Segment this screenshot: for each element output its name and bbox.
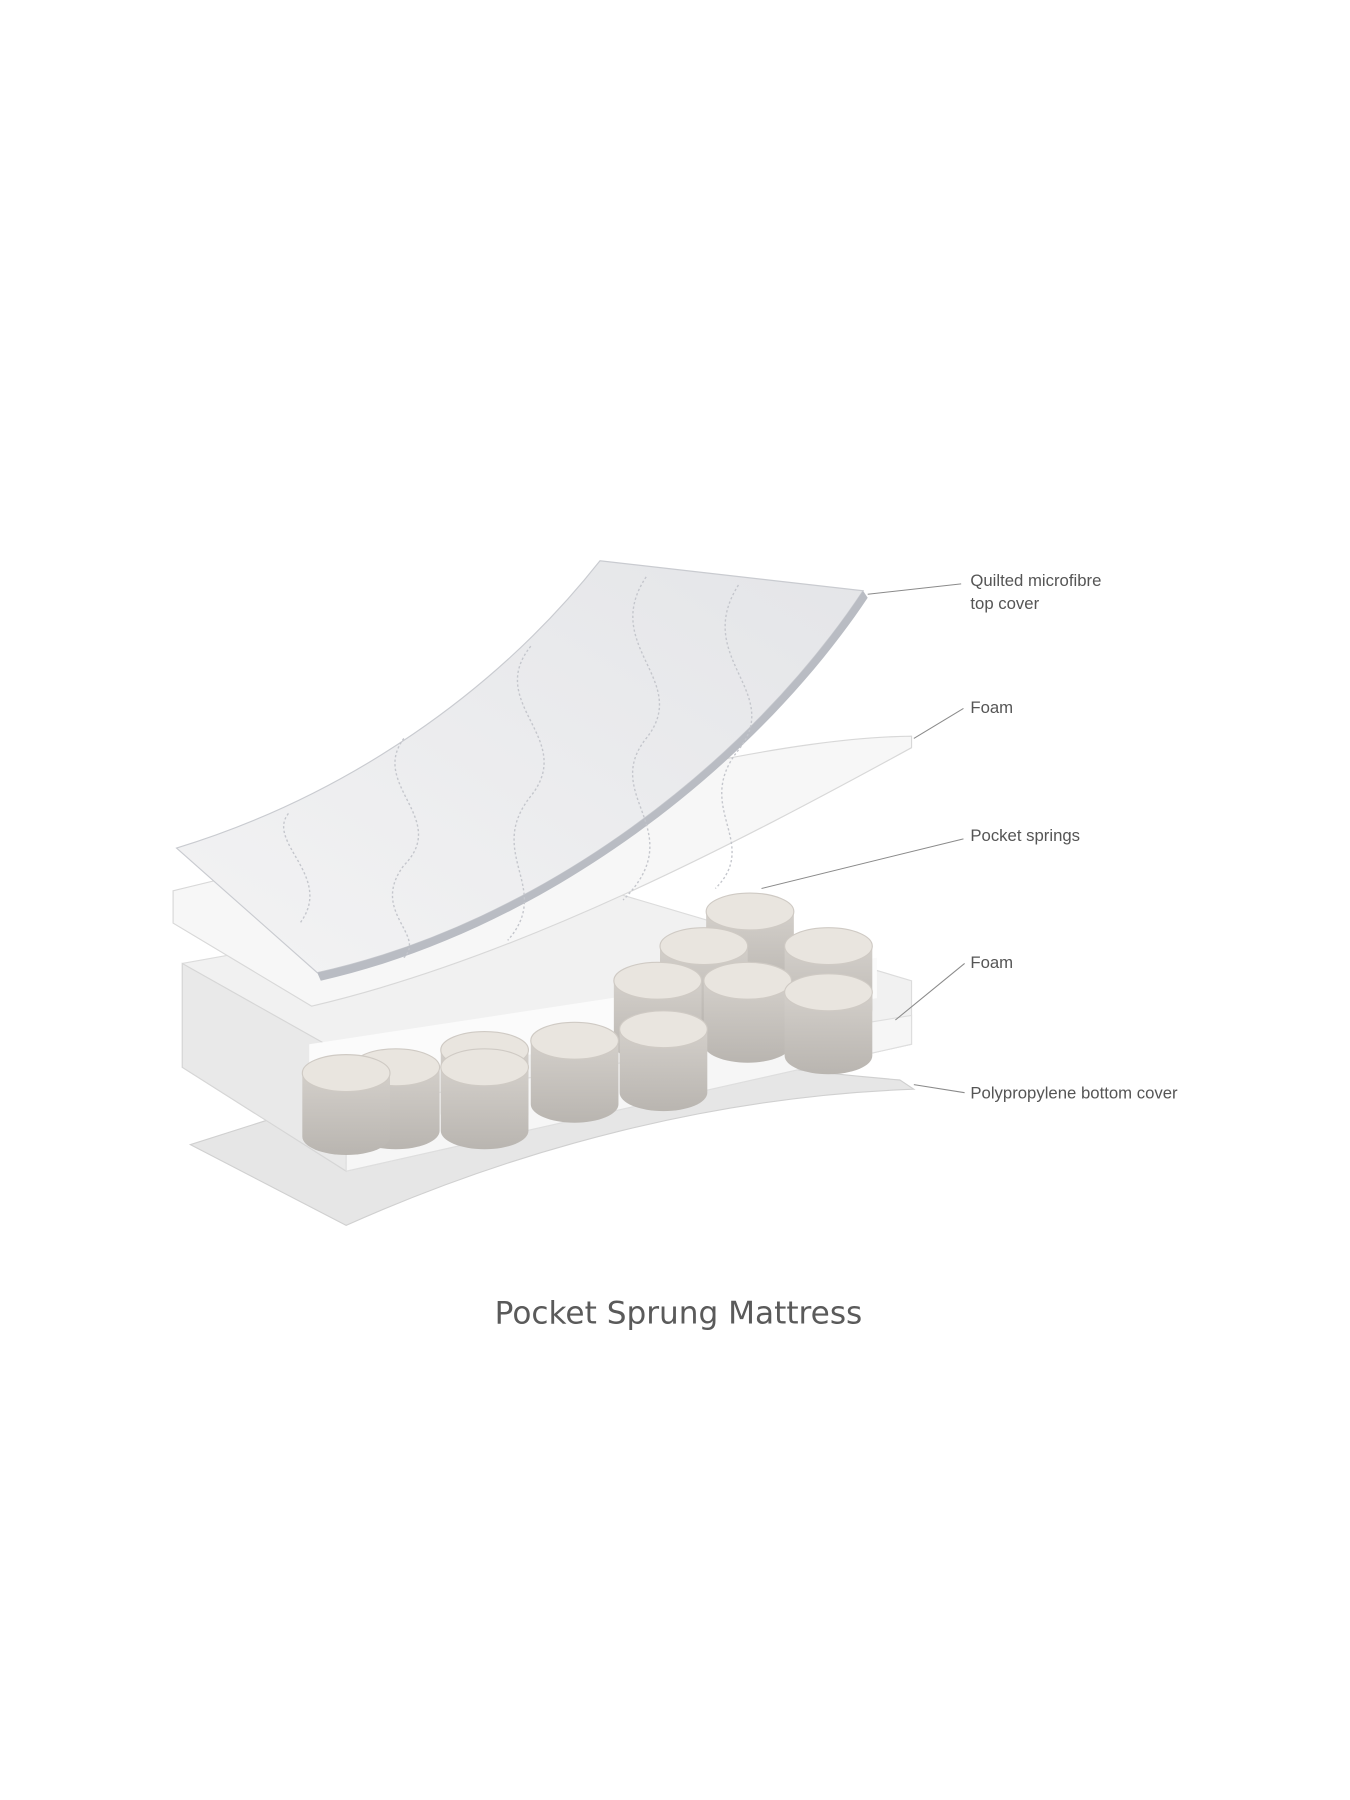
- spring-icon: [703, 961, 793, 1063]
- quilted-top-cover: [175, 560, 868, 981]
- label-foam-lower: Foam: [970, 953, 1013, 972]
- diagram-title: Pocket Sprung Mattress: [495, 1295, 863, 1331]
- label-foam-upper: Foam: [970, 698, 1013, 717]
- spring-icon: [440, 1048, 530, 1150]
- spring-icon: [784, 973, 873, 1075]
- spring-icon: [301, 1054, 391, 1155]
- label-bottom-cover: Polypropylene bottom cover: [970, 1083, 1178, 1102]
- spring-icon: [530, 1021, 620, 1123]
- leader-line-bottom-cover: [913, 1084, 965, 1094]
- leader-line-top-cover: [867, 583, 962, 595]
- label-pocket-springs: Pocket springs: [970, 826, 1080, 845]
- leader-line-foam-upper: [913, 708, 964, 739]
- leader-line-pocket-springs: [761, 838, 964, 889]
- label-top-cover-line2: top cover: [970, 594, 1039, 613]
- label-top-cover-line1: Quilted microfibre: [970, 571, 1101, 590]
- spring-icon: [619, 1010, 708, 1112]
- leader-line-foam-lower: [895, 963, 965, 1021]
- pocket-springs: [301, 892, 873, 1155]
